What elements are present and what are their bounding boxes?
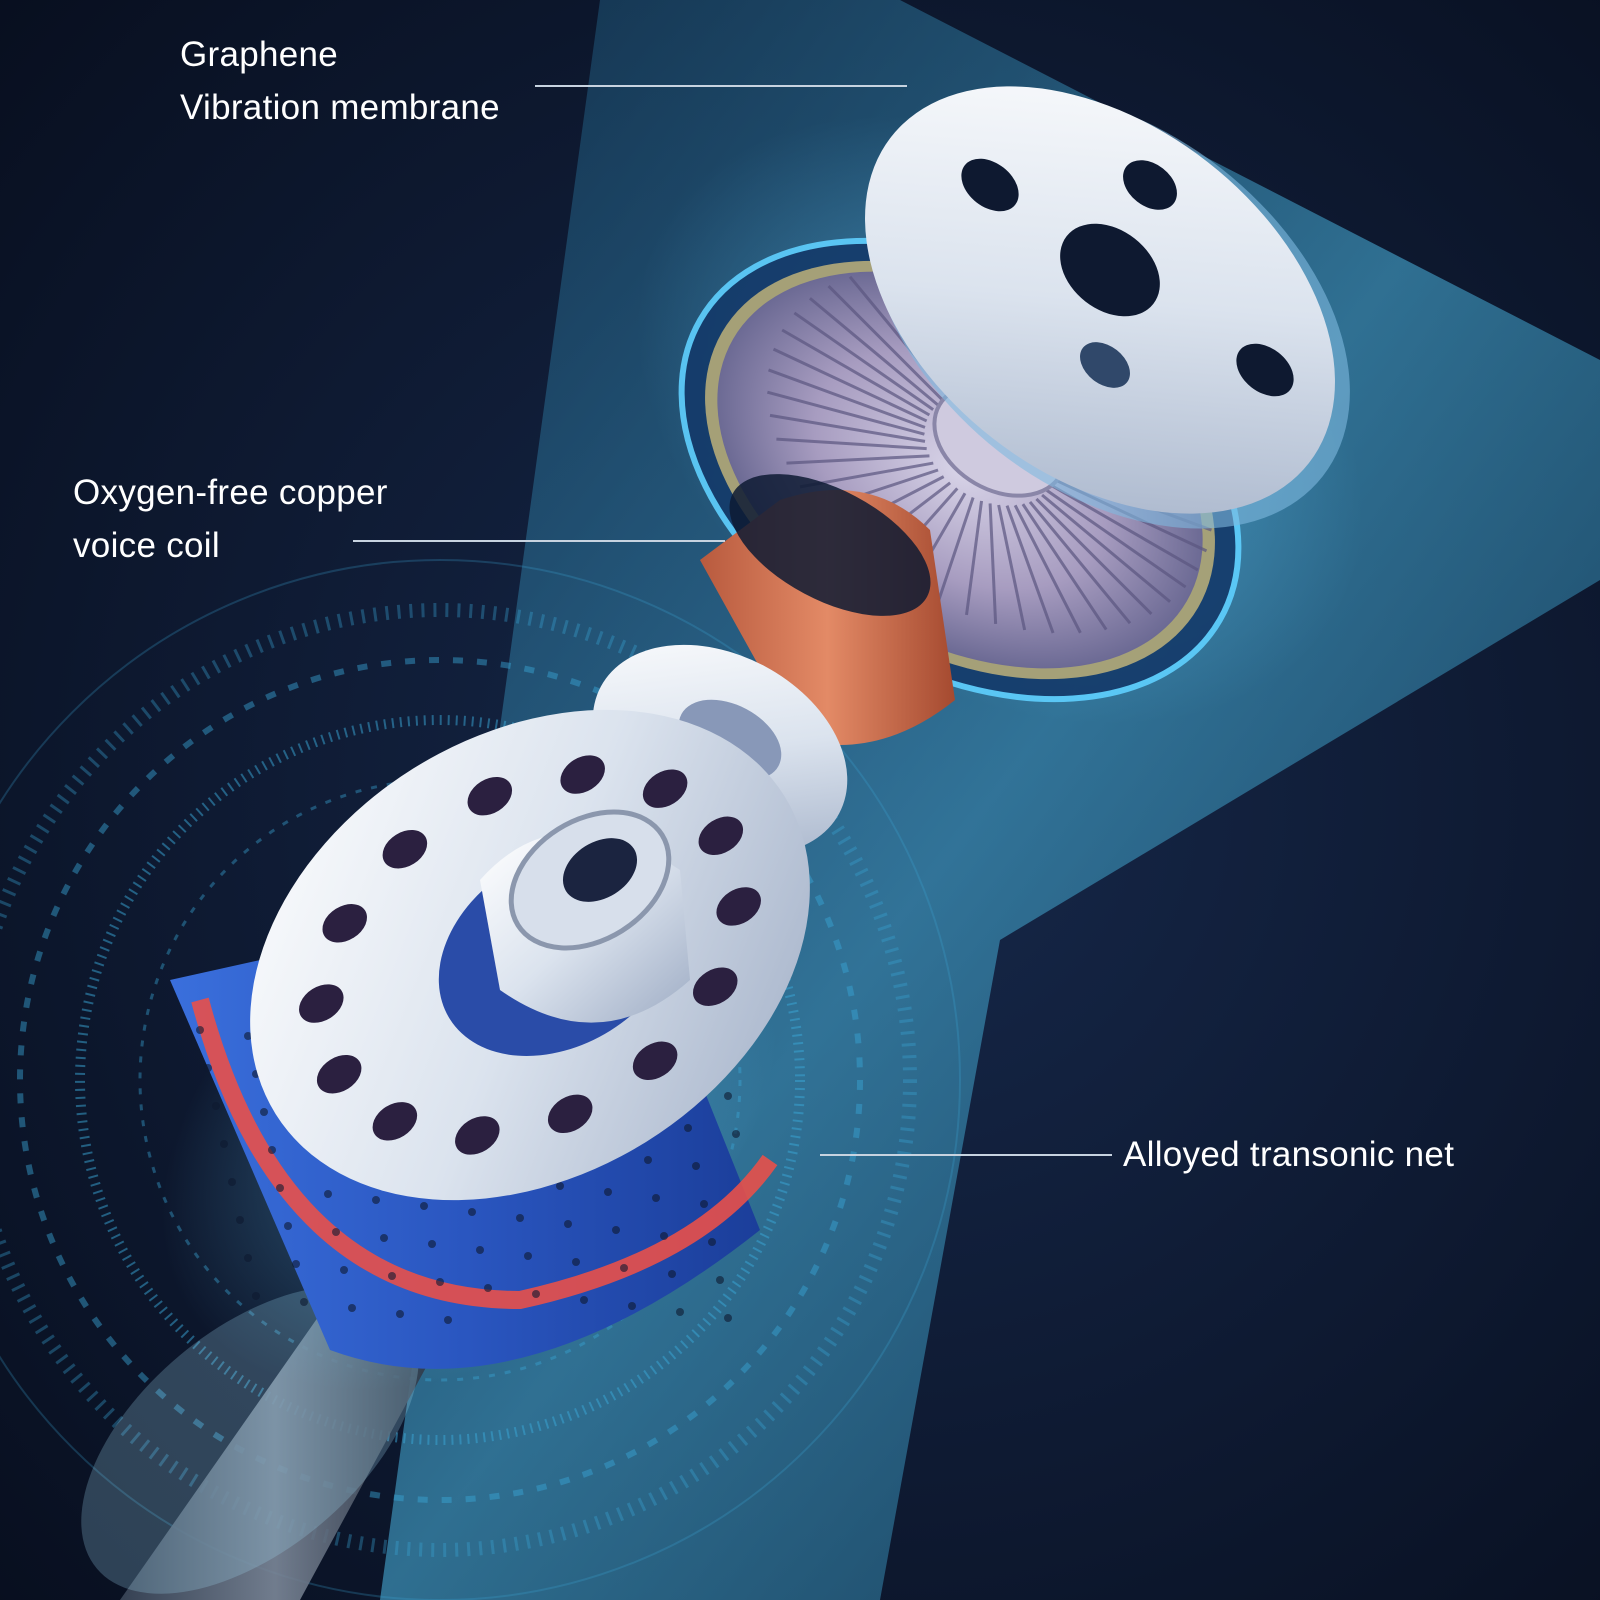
- alloyed-transonic-net: [161, 709, 810, 1392]
- membrane-label: Graphene Vibration membrane: [180, 28, 500, 134]
- voice-coil-label-line2: voice coil: [73, 526, 220, 565]
- membrane-label-line2: Vibration membrane: [180, 88, 500, 127]
- voice-coil-label-line1: Oxygen-free copper: [73, 473, 388, 512]
- callout-lines: [353, 85, 1112, 1156]
- net-label: Alloyed transonic net: [1123, 1128, 1454, 1181]
- membrane-top-plate: [865, 86, 1350, 529]
- copper-voice-coil: [700, 474, 955, 745]
- membrane-label-line1: Graphene: [180, 35, 339, 74]
- net-label-line1: Alloyed transonic net: [1123, 1135, 1455, 1174]
- voice-coil-label: Oxygen-free copper voice coil: [73, 466, 388, 572]
